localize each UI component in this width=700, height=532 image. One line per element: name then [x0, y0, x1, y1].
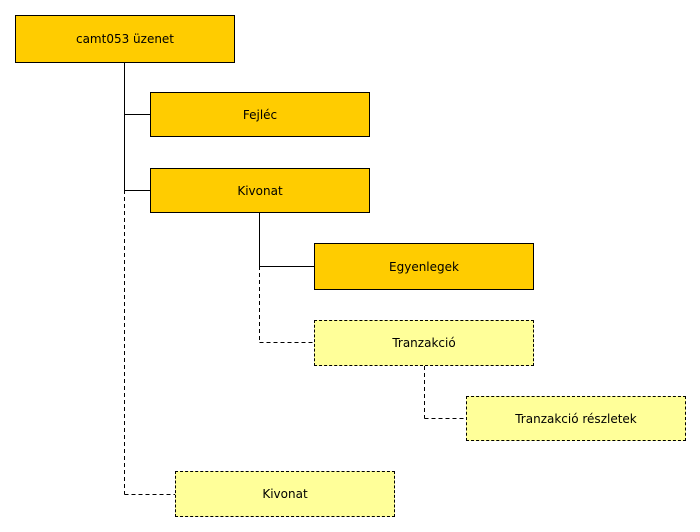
node-balances[interactable]: Egyenlegek	[314, 243, 534, 290]
node-transaction[interactable]: Tranzakció	[314, 320, 534, 366]
node-root-label: camt053 üzenet	[75, 32, 175, 46]
node-statement-label: Kivonat	[237, 183, 283, 198]
node-statement-repeat[interactable]: Kivonat	[175, 471, 395, 517]
node-header-label: Fejléc	[242, 107, 278, 122]
node-balances-label: Egyenlegek	[389, 259, 459, 274]
node-transaction-details[interactable]: Tranzakció részletek	[466, 396, 686, 441]
node-statement-repeat-label: Kivonat	[262, 487, 308, 501]
node-transaction-details-label: Tranzakció részletek	[515, 411, 637, 426]
node-header[interactable]: Fejléc	[150, 92, 370, 137]
node-statement[interactable]: Kivonat	[150, 168, 370, 213]
node-root[interactable]: camt053 üzenet	[15, 15, 235, 63]
node-transaction-label: Tranzakció	[392, 336, 456, 350]
